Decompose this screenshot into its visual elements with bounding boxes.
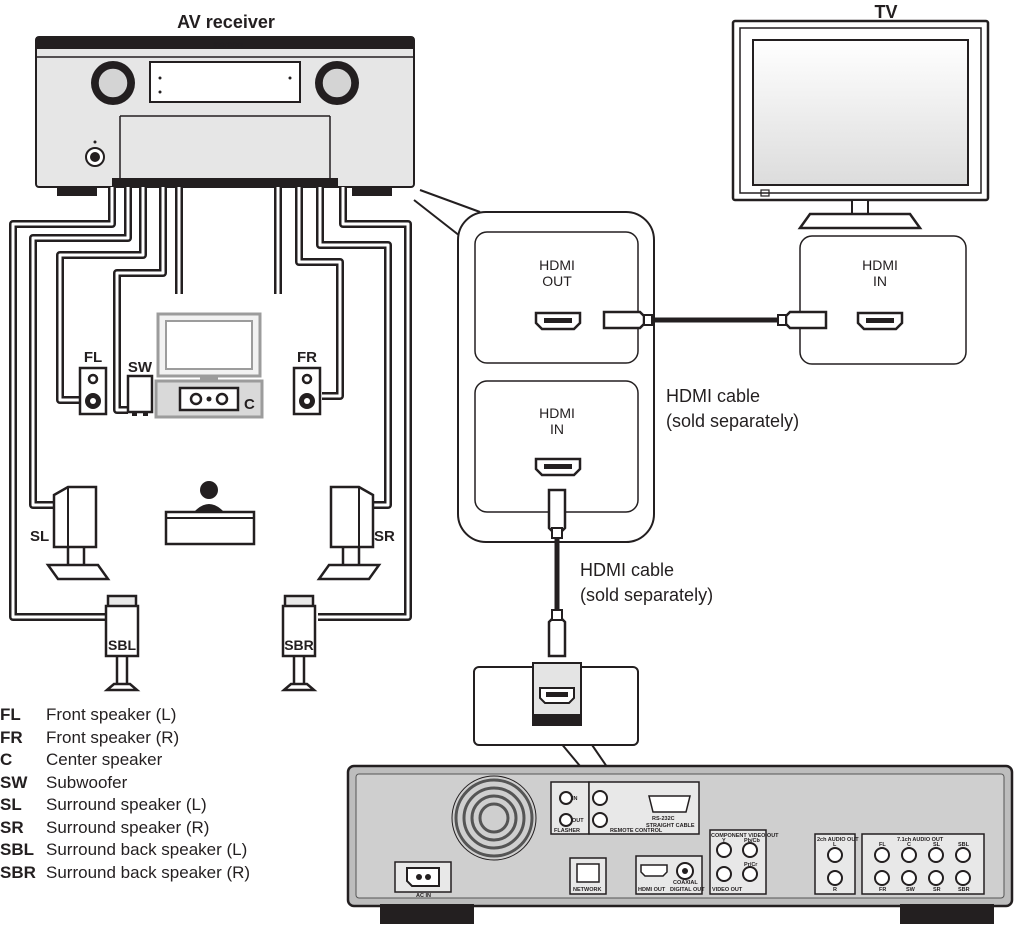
svg-text:RS-232C: RS-232C [652, 816, 675, 822]
tv [731, 19, 990, 230]
center-speaker [178, 386, 240, 412]
svg-text:Y: Y [722, 838, 726, 844]
av-receiver: marantz [35, 36, 415, 196]
tv-hdmi-in-port [856, 311, 904, 331]
svg-text:NETWORK: NETWORK [573, 887, 601, 893]
receiver-zoom-callout [413, 189, 655, 543]
legend-abbr: SR [0, 817, 24, 837]
legend-row: FL Front speaker (L) [0, 704, 250, 727]
hdmi-cable-label-1: HDMI cable [666, 386, 760, 406]
legend-desc: Surround speaker (L) [46, 795, 207, 814]
legend-row: SW Subwoofer [0, 772, 250, 795]
surround-right-speaker [316, 485, 382, 581]
surround-left-speaker [45, 485, 111, 581]
hdmi-out-label-line1: HDMI [539, 257, 575, 273]
svg-text:DIGITAL OUT: DIGITAL OUT [670, 887, 705, 893]
surround-left-label: SL [30, 528, 49, 545]
tv-hdmi-box [799, 235, 967, 365]
legend-desc: Surround speaker (R) [46, 817, 210, 837]
svg-text:SBR: SBR [958, 887, 970, 893]
svg-text:7.1ch AUDIO OUT: 7.1ch AUDIO OUT [897, 837, 944, 843]
svg-text:FL: FL [879, 842, 886, 848]
svg-text:HDMI OUT: HDMI OUT [638, 887, 666, 893]
legend-abbr: C [0, 750, 13, 769]
svg-text:R: R [833, 887, 837, 893]
legend-desc: Front speaker (R) [46, 727, 180, 747]
hdmi-cable-to-tv [602, 310, 828, 330]
speaker-cables [9, 187, 412, 621]
svg-text:Pb/Cb: Pb/Cb [744, 838, 761, 844]
sold-separately-label-2: (sold separately) [580, 585, 713, 605]
svg-text:L: L [833, 842, 837, 848]
legend-desc: Subwoofer [46, 772, 128, 792]
svg-text:IN: IN [572, 796, 578, 802]
surround-back-left-speaker [103, 594, 141, 692]
hdmi-in-label-line1: HDMI [539, 405, 575, 421]
legend-desc: Center speaker [46, 750, 163, 769]
player-panel-labels: IN OUT FLASHER REMOTE CONTROL RS-232C ST… [416, 796, 970, 899]
legend-abbr: SBR [0, 862, 36, 882]
player-callout-hdmi-out-label: HDMI OUT [540, 717, 575, 724]
player-zoom-callout [473, 662, 669, 857]
legend-abbr: FR [0, 727, 23, 747]
subwoofer [126, 374, 154, 416]
legend-abbr: SBL [0, 840, 34, 859]
receiver-brand: marantz [213, 40, 244, 49]
legend-row: SL Surround speaker (L) [0, 794, 250, 817]
legend-row: SR Surround speaker (R) [0, 817, 250, 840]
svg-text:COMPONENT VIDEO OUT: COMPONENT VIDEO OUT [711, 833, 779, 839]
player-rear-panel [346, 764, 1014, 924]
subwoofer-label: SW [128, 359, 153, 376]
front-left-speaker [78, 366, 108, 416]
tv-hdmi-in-label-line2: IN [873, 273, 887, 289]
svg-text:REMOTE CONTROL: REMOTE CONTROL [610, 828, 663, 834]
svg-text:OUT: OUT [572, 818, 584, 824]
hdmi-in-label-line2: IN [550, 421, 564, 437]
svg-text:SR: SR [933, 887, 941, 893]
surround-back-right-label: SBR [284, 637, 314, 653]
receiver-hdmi-out-port [534, 311, 582, 331]
legend-row: SBR Surround back speaker (R) [0, 862, 250, 885]
legend-row: SBL Surround back speaker (L) [0, 839, 250, 862]
legend-abbr: SL [0, 795, 22, 814]
tv-hdmi-in-label-line1: HDMI [862, 257, 898, 273]
hdmi-cable-label-2: HDMI cable [580, 560, 674, 580]
svg-text:FLASHER: FLASHER [554, 828, 580, 834]
center-speaker-label: C [244, 396, 255, 413]
front-right-label: FR [297, 349, 317, 366]
receiver-hdmi-in-port [534, 457, 582, 477]
legend-desc: Front speaker (L) [46, 705, 177, 724]
svg-text:FR: FR [879, 887, 886, 893]
tv-label: TV [874, 2, 897, 22]
svg-text:AC IN: AC IN [416, 893, 431, 899]
svg-text:SW: SW [906, 887, 916, 893]
legend-desc: Surround back speaker (R) [46, 862, 251, 882]
listener-sofa [164, 481, 256, 546]
svg-text:SL: SL [933, 842, 941, 848]
svg-text:2ch AUDIO OUT: 2ch AUDIO OUT [817, 837, 859, 843]
svg-text:Pr/Cr: Pr/Cr [744, 862, 758, 868]
svg-text:STRAIGHT CABLE: STRAIGHT CABLE [646, 823, 695, 829]
front-right-speaker [292, 366, 322, 416]
svg-text:VIDEO OUT: VIDEO OUT [712, 887, 743, 893]
surround-back-right-speaker [280, 594, 318, 692]
surround-right-label: SR [374, 528, 395, 545]
svg-text:C: C [907, 842, 911, 848]
front-left-label: FL [84, 349, 102, 366]
legend-abbr: FL [0, 705, 21, 724]
surround-back-left-label: SBL [108, 637, 136, 653]
svg-text:COAXIAL: COAXIAL [673, 880, 698, 886]
hdmi-out-label-line2: OUT [542, 273, 572, 289]
sold-separately-label-1: (sold separately) [666, 411, 799, 431]
legend-desc: Surround back speaker (L) [46, 840, 248, 859]
legend-abbr: SW [0, 772, 28, 792]
legend-row: FR Front speaker (R) [0, 727, 250, 750]
legend-row: C Center speaker [0, 749, 250, 772]
av-receiver-label: AV receiver [177, 12, 275, 32]
hdmi-cable-to-player [547, 488, 567, 658]
svg-text:SBL: SBL [958, 842, 970, 848]
